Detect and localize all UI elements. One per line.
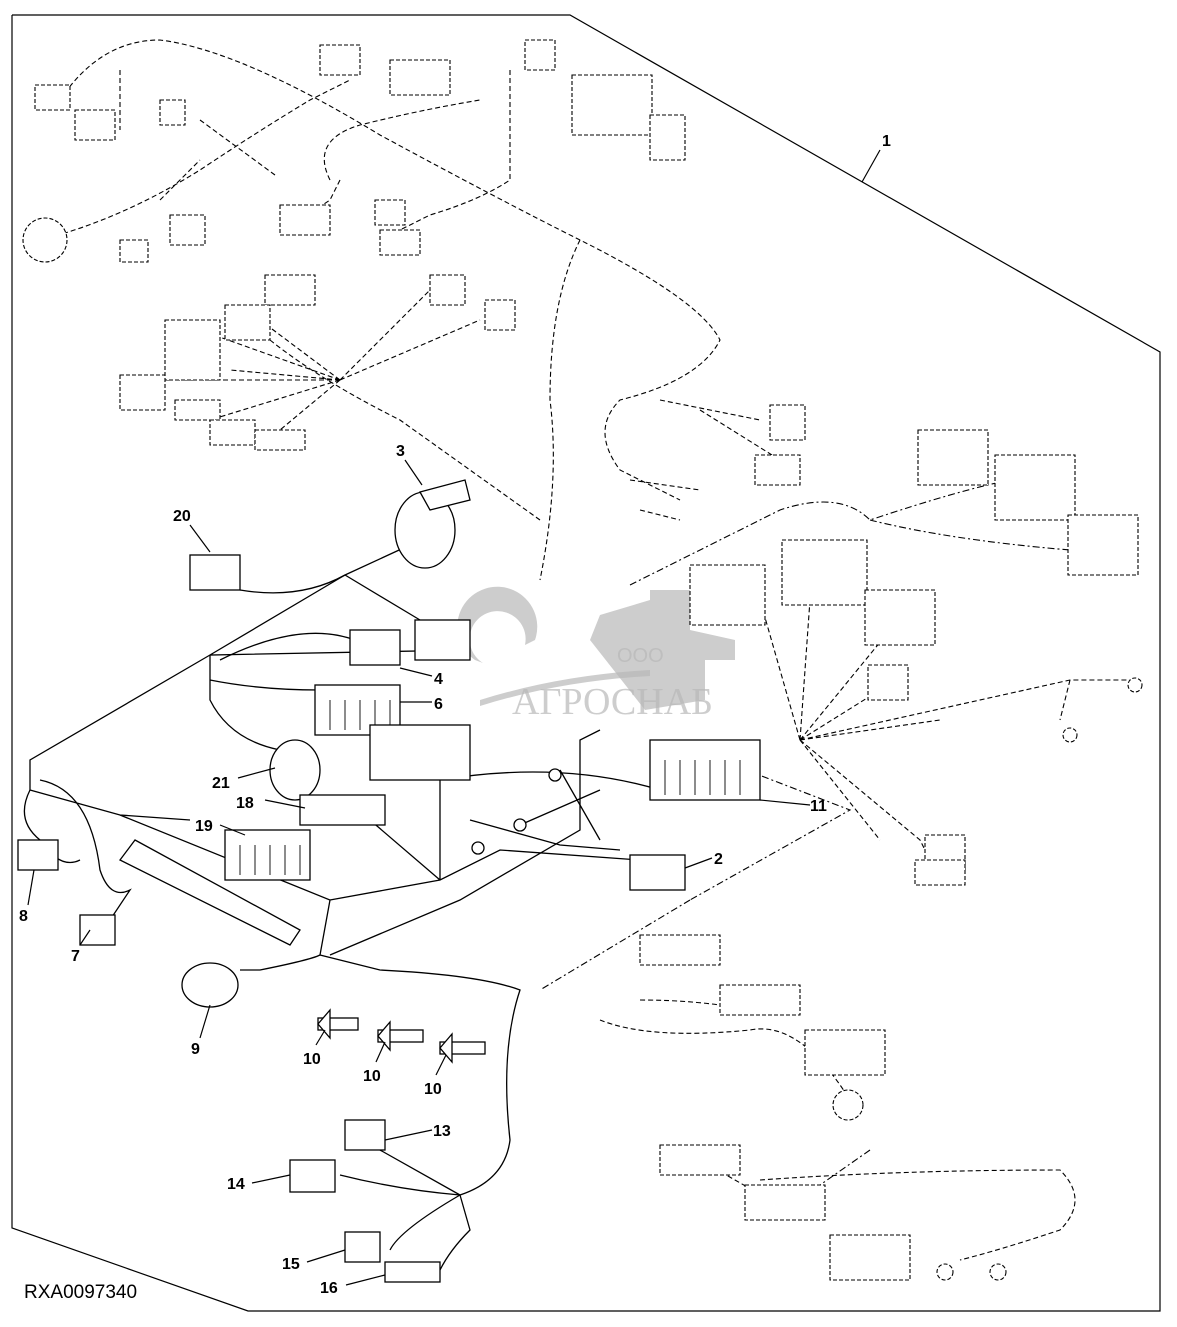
harness-connectors-dashed bbox=[22, 39, 1143, 1281]
cab-harness-solid bbox=[23, 544, 661, 1271]
connector-16 bbox=[384, 1261, 441, 1283]
callout-1: 1 bbox=[882, 133, 891, 150]
callout-16: 16 bbox=[320, 1280, 338, 1297]
watermark-logo: ООО АГРОСНАБ bbox=[457, 586, 735, 723]
cab-harness-connectors bbox=[17, 479, 761, 1283]
callout-7: 7 bbox=[71, 948, 80, 965]
callout-10: 10 bbox=[363, 1068, 381, 1085]
watermark-name: АГРОСНАБ bbox=[512, 681, 713, 723]
connector-4 bbox=[349, 629, 401, 666]
connector-19 bbox=[224, 829, 311, 881]
connector-13 bbox=[344, 1119, 386, 1151]
callout-13: 13 bbox=[433, 1123, 451, 1140]
callout-3: 3 bbox=[396, 443, 405, 460]
connector-upper bbox=[414, 619, 471, 661]
connector-8 bbox=[17, 839, 59, 871]
callout-8: 8 bbox=[19, 908, 28, 925]
watermark-prefix: ООО bbox=[617, 645, 664, 667]
connector-7 bbox=[79, 914, 116, 946]
callout-10: 10 bbox=[303, 1051, 321, 1068]
callout-15: 15 bbox=[282, 1256, 300, 1273]
connector-large bbox=[369, 724, 471, 781]
callout-20: 20 bbox=[173, 508, 191, 525]
callout-4: 4 bbox=[434, 671, 443, 688]
connector-14 bbox=[289, 1159, 336, 1193]
callout-19: 19 bbox=[195, 818, 213, 835]
callout-18: 18 bbox=[236, 795, 254, 812]
kit-outline bbox=[11, 14, 1161, 1312]
connector-2 bbox=[629, 854, 686, 891]
connector-20 bbox=[189, 554, 241, 591]
connector-21 bbox=[269, 739, 321, 801]
connector-15 bbox=[344, 1231, 381, 1263]
callout-labels: 1 2 3 4 6 7 8 9 10 10 10 11 13 14 15 16 … bbox=[19, 133, 891, 1297]
callout-10: 10 bbox=[424, 1081, 442, 1098]
callout-14: 14 bbox=[227, 1176, 245, 1193]
leader-lines bbox=[27, 149, 881, 1286]
callout-9: 9 bbox=[191, 1041, 200, 1058]
callout-2: 2 bbox=[714, 851, 723, 868]
connector-18 bbox=[299, 794, 386, 826]
callout-11: 11 bbox=[810, 798, 827, 815]
connector-11 bbox=[649, 739, 761, 801]
connector-9 bbox=[181, 962, 239, 1008]
figure-id: RXA0097340 bbox=[24, 1282, 137, 1303]
callout-21: 21 bbox=[212, 775, 230, 792]
callout-6: 6 bbox=[434, 696, 443, 713]
